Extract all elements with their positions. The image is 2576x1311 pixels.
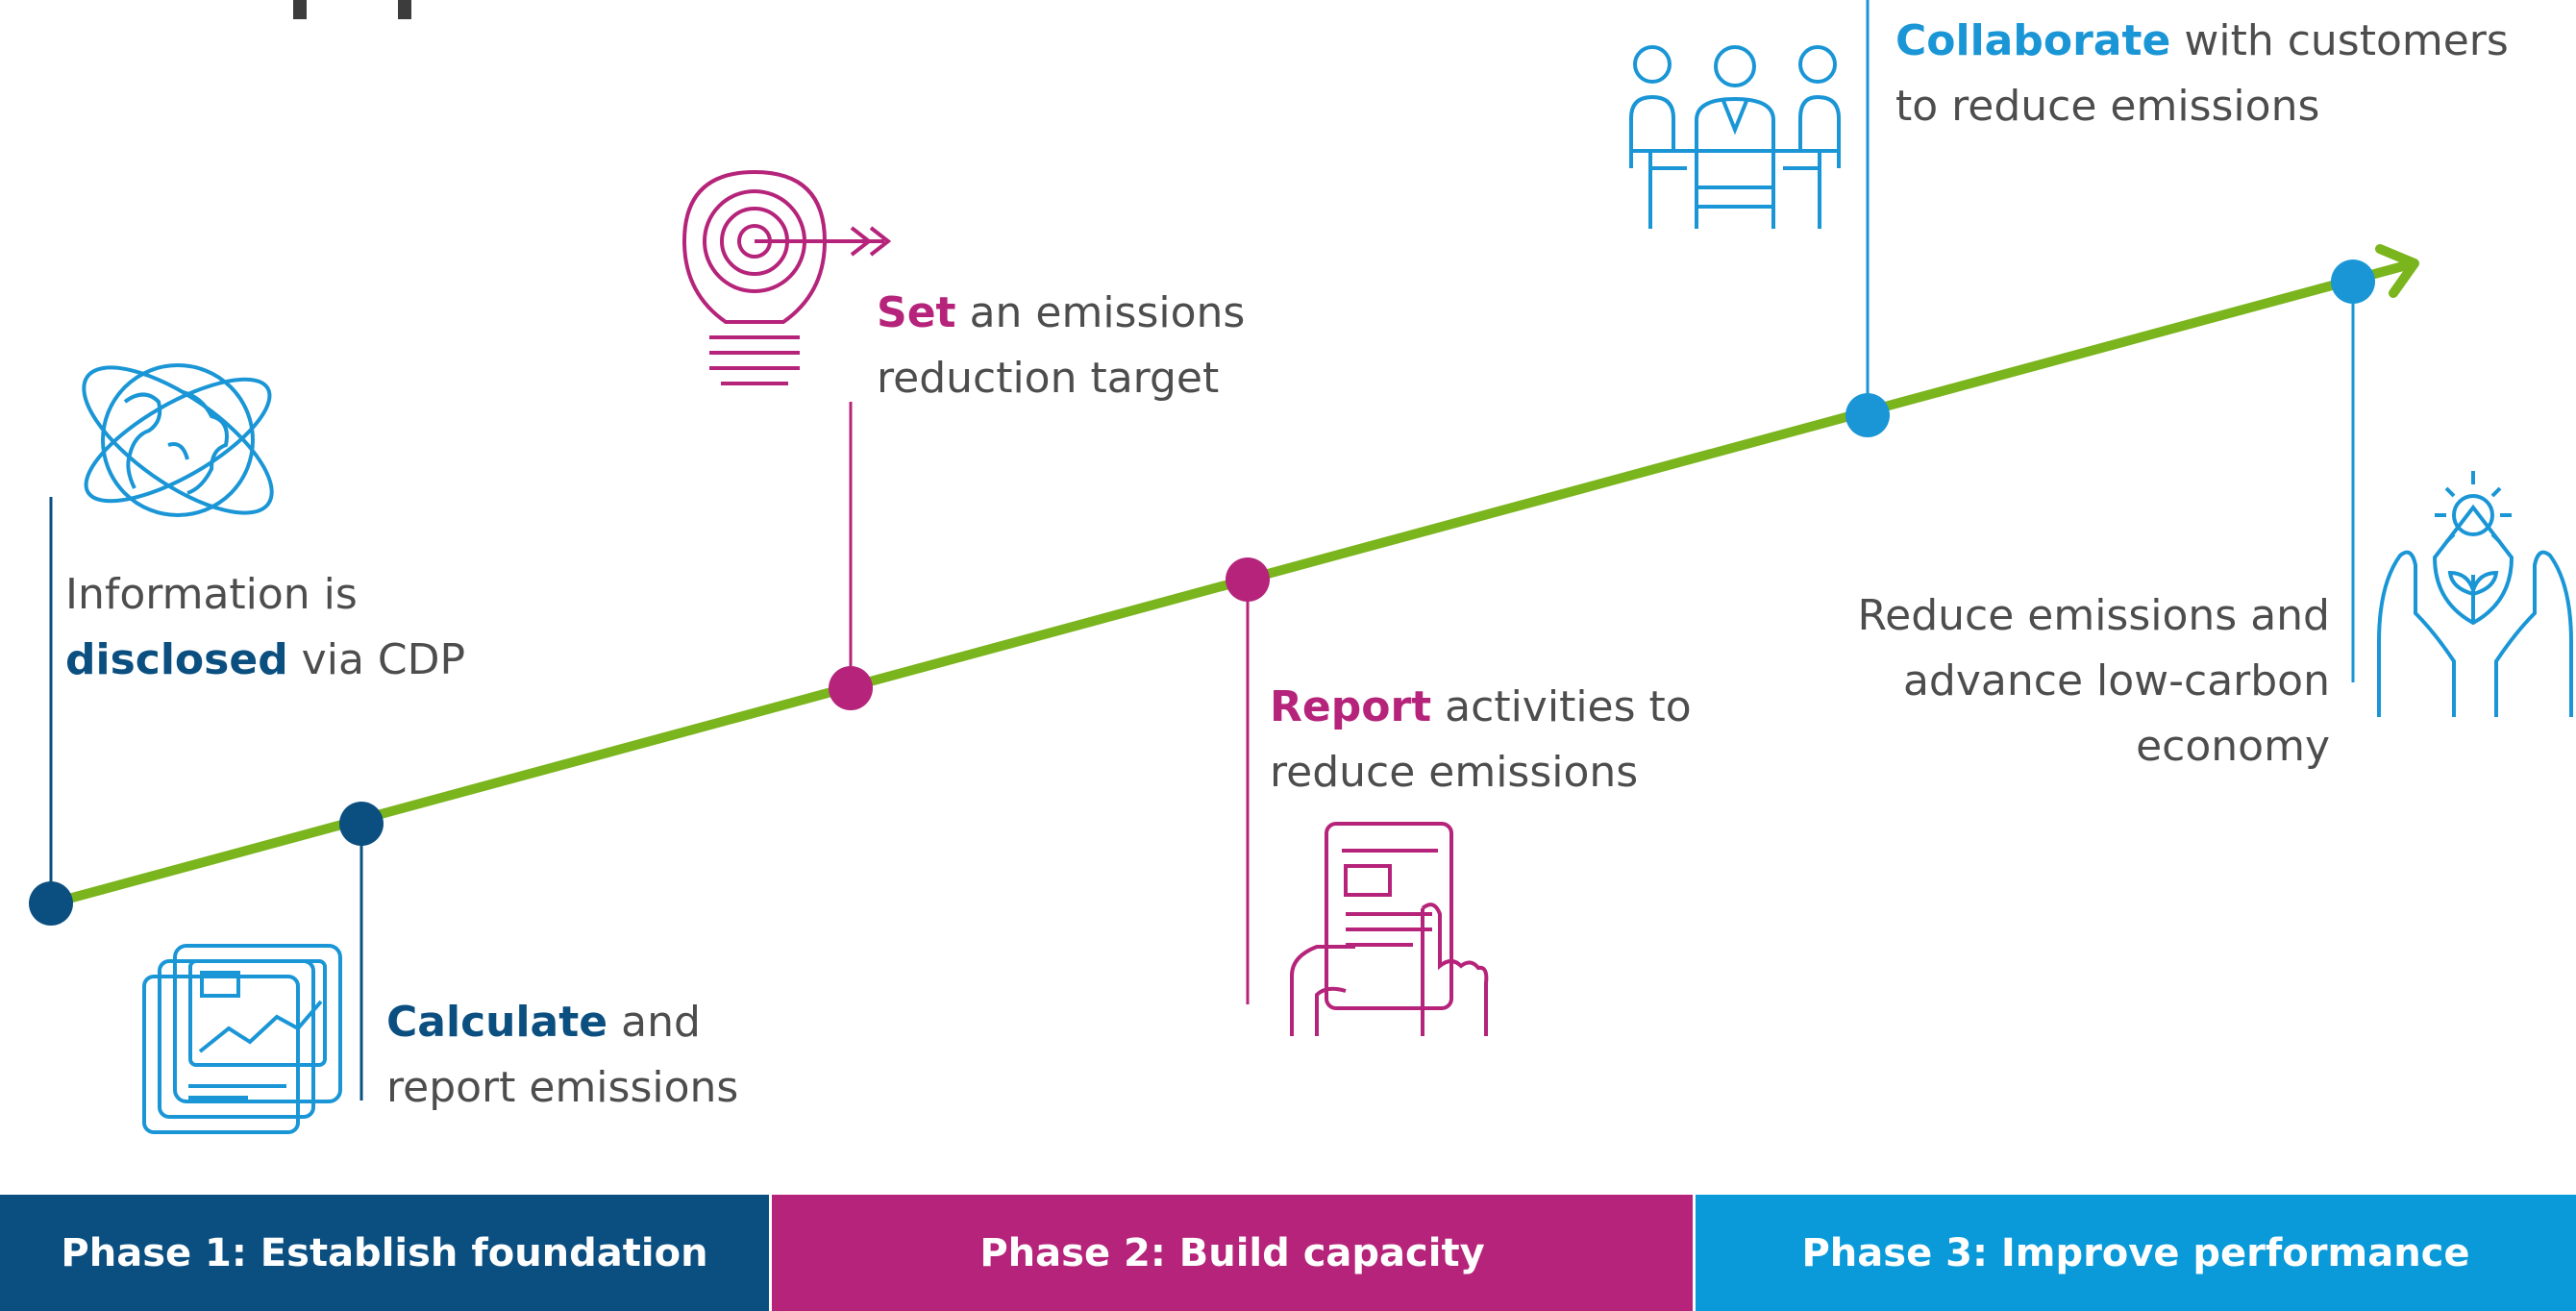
caption-keyword: Set [877,288,956,337]
step-calculate-caption: Calculate and report emissions [386,990,738,1121]
caption-line: Report activities to [1270,675,1692,740]
caption-line: Calculate and [386,990,738,1055]
lightbulb-target-icon [682,169,892,385]
caption-line: Information is [65,570,358,619]
step-collaborate-caption: Collaborate with customers to reduce emi… [1895,9,2509,139]
caption-text: via CDP [287,635,466,684]
caption-text: activities to [1431,682,1692,731]
caption-line: Reduce emissions and [1857,591,2330,640]
timeline-marker-1 [29,881,73,926]
phase-3-bar: Phase 3: Improve performance [1696,1195,2576,1311]
step-report-caption: Report activities to reduce emissions [1270,675,1692,805]
phase-3-label: Phase 3: Improve performance [1801,1230,2470,1275]
timeline-marker-5 [1845,393,1890,437]
meeting-people-icon [1629,45,1841,229]
title-glyph-fragment [293,0,307,19]
caption-line: report emissions [386,1063,739,1112]
caption-keyword: Collaborate [1895,16,2171,65]
timeline-marker-3 [829,666,873,710]
caption-line: disclosed via CDP [65,628,465,693]
step-reduce-caption: Reduce emissions and advance low-carbon … [1858,583,2330,779]
caption-keyword: disclosed [65,635,288,684]
step-disclose-caption: Information is disclosed via CDP [65,562,465,693]
timeline-marker-4 [1226,557,1270,602]
phase-2-bar: Phase 2: Build capacity [772,1195,1693,1311]
caption-line: reduction target [877,354,1220,403]
tablet-document-icon [1290,822,1489,1036]
caption-line: to reduce emissions [1895,82,2320,131]
caption-text: and [607,998,701,1047]
caption-text: an emissions [955,288,1246,337]
hands-plant-icon [2377,471,2573,717]
caption-keyword: Report [1270,682,1432,731]
chart-screen-icon [142,944,342,1134]
caption-line: Set an emissions [877,281,1245,346]
caption-keyword: Calculate [386,998,608,1047]
timeline-arrow-head [2375,244,2419,298]
caption-line: advance low-carbon [1902,656,2330,705]
globe-icon [82,363,274,517]
timeline-marker-6 [2331,260,2375,304]
phase-1-bar: Phase 1: Establish foundation [0,1195,769,1311]
caption-line: economy [2136,722,2330,771]
phase-2-label: Phase 2: Build capacity [979,1230,1485,1275]
step-set-target-caption: Set an emissions reduction target [877,281,1245,411]
caption-line: Collaborate with customers [1895,9,2509,74]
caption-line: reduce emissions [1270,748,1639,797]
title-glyph-fragment [398,0,411,19]
caption-text: with customers [2170,16,2509,65]
timeline-marker-2 [339,802,384,846]
phase-1-label: Phase 1: Establish foundation [61,1230,708,1275]
